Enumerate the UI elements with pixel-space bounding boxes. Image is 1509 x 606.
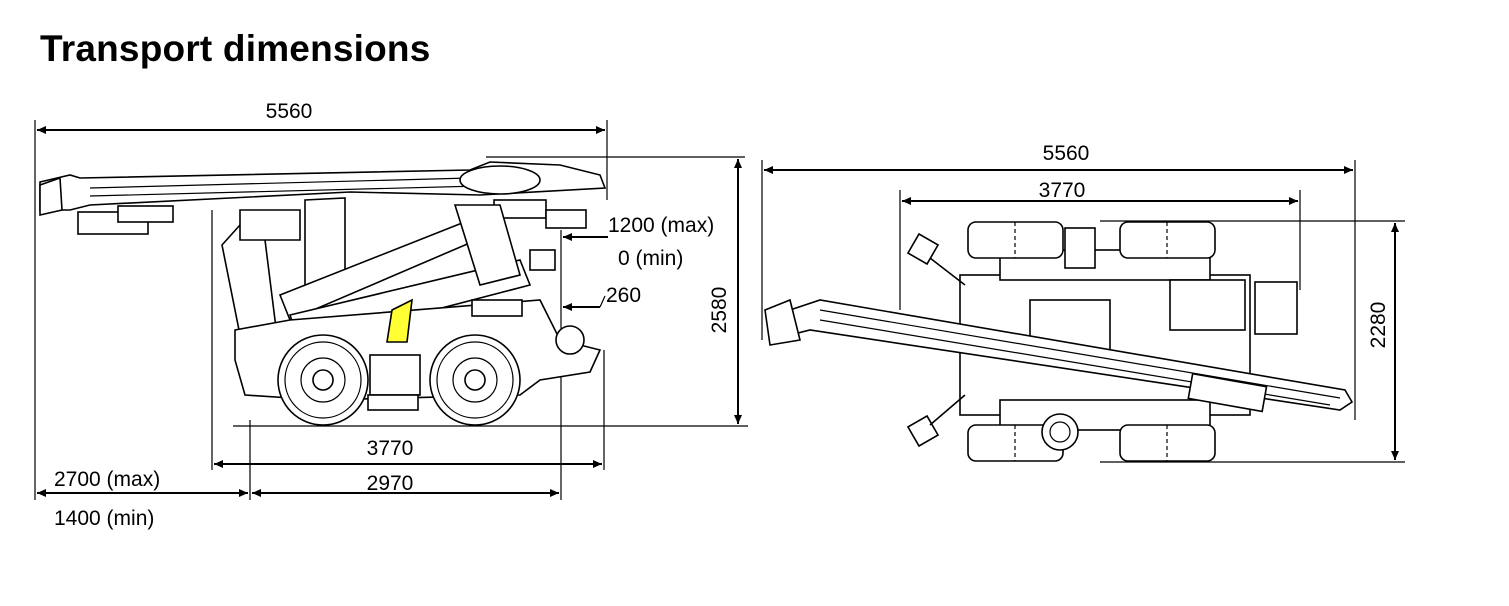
label-overall-length: 5560 (266, 100, 313, 123)
label-span: 2970 (367, 472, 414, 495)
highlight-marker (386, 298, 413, 343)
top-view (761, 160, 1405, 463)
label-total-height: 2580 (708, 287, 731, 334)
label-chassis-length: 3770 (367, 437, 414, 460)
label-top-width: 2280 (1367, 302, 1390, 349)
label-boom-height-max: 1200 (max) (608, 214, 714, 237)
page-title: Transport dimensions (40, 28, 431, 69)
label-top-chassis-length: 3770 (1039, 179, 1086, 202)
rear-wheel (429, 334, 521, 426)
label-outrigger-max: 2700 (max) (54, 468, 160, 491)
label-rear-overhang: 260 (606, 284, 641, 307)
label-outrigger-min: 1400 (min) (54, 507, 154, 530)
label-boom-height-min: 0 (min) (618, 247, 683, 270)
side-view (34, 120, 748, 500)
label-top-overall-length: 5560 (1043, 142, 1090, 165)
front-wheel (277, 334, 369, 426)
